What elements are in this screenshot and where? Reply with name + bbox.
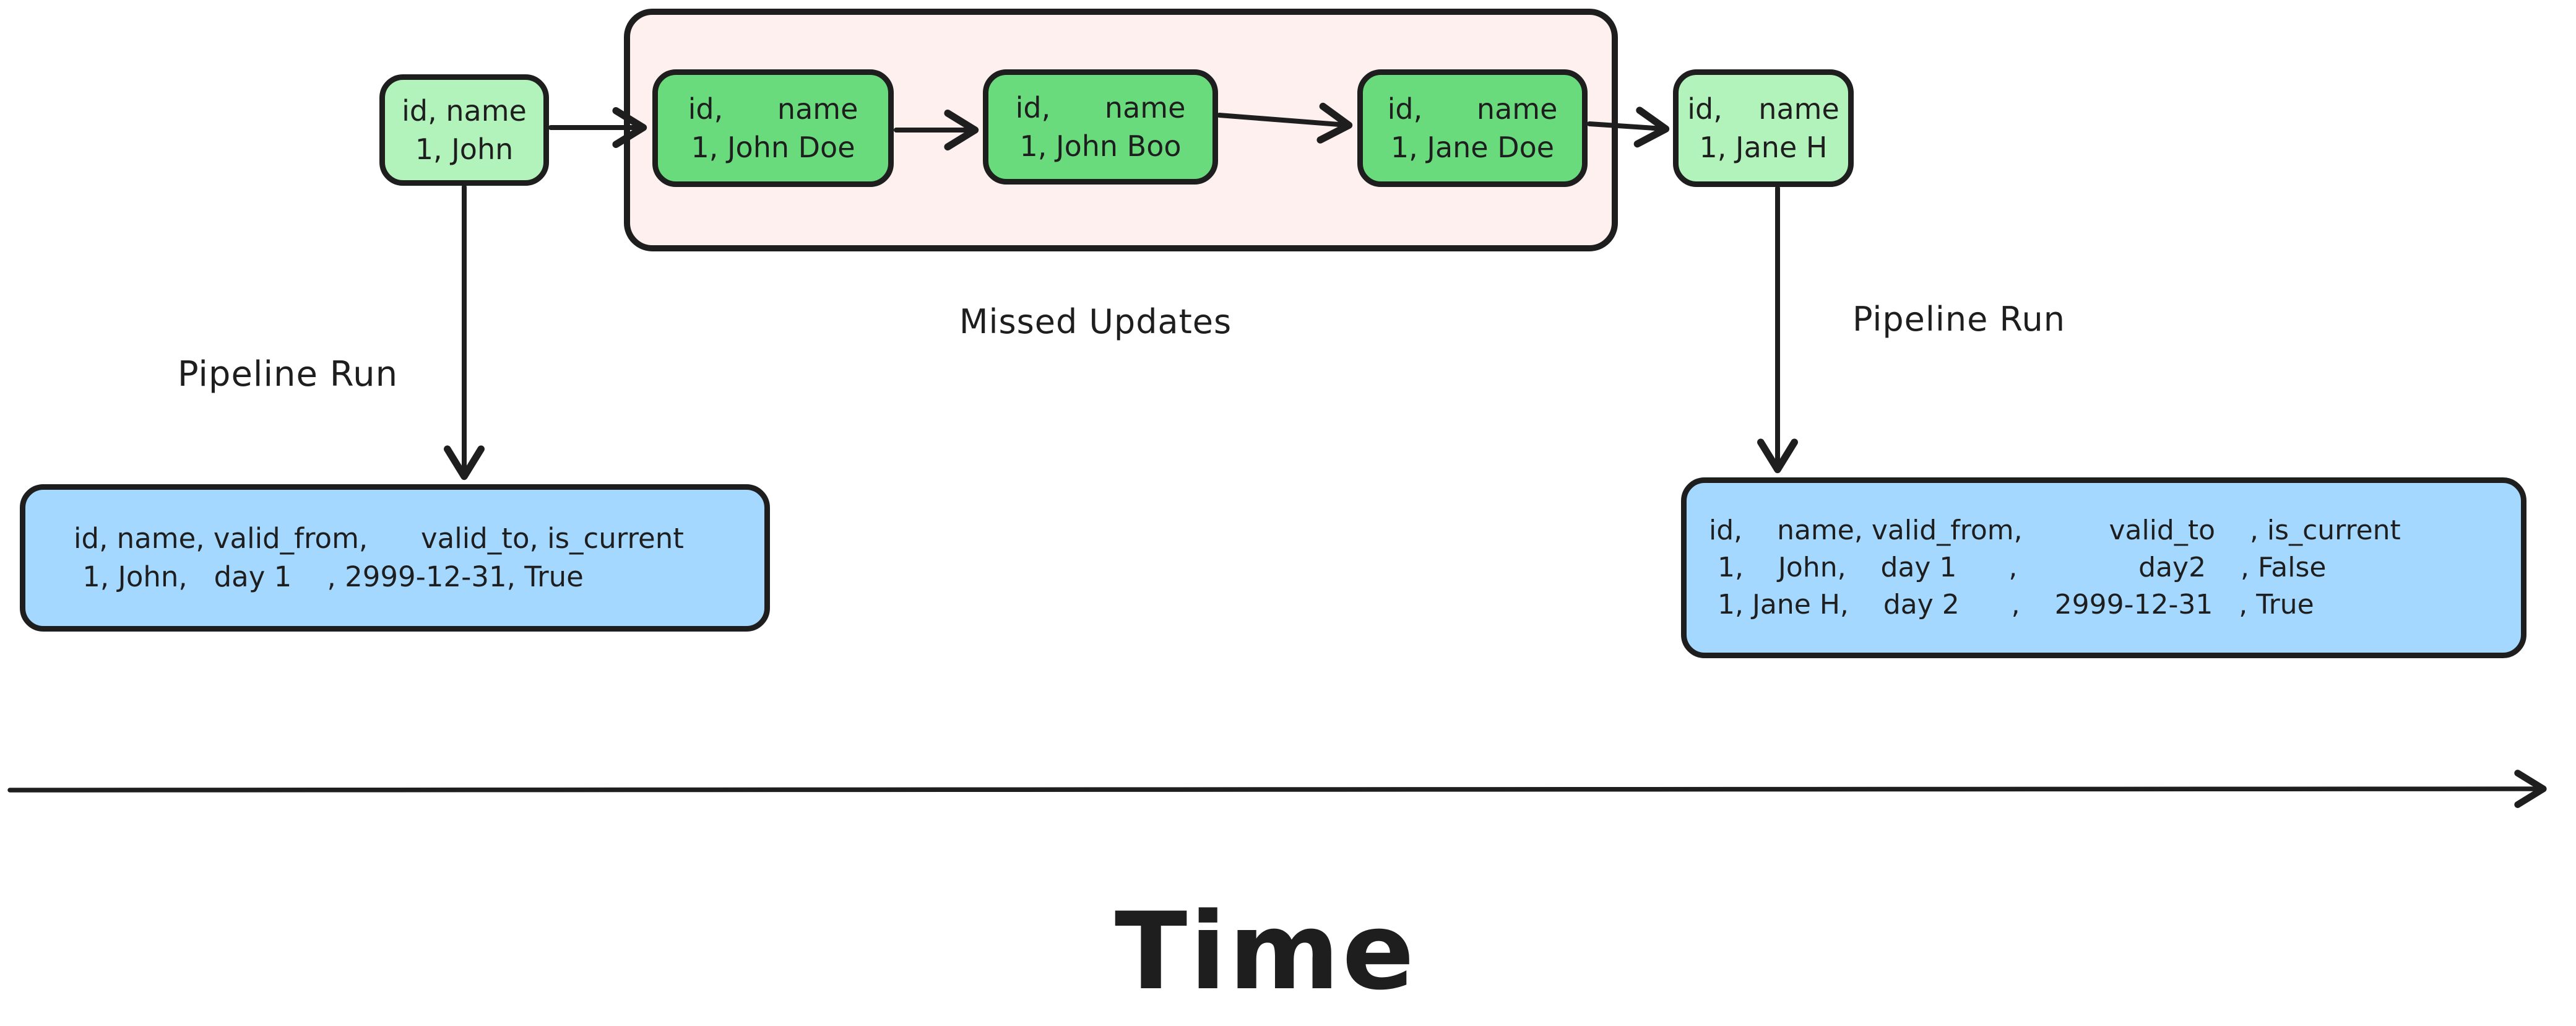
missed-updates-label: Missed Updates <box>959 302 1232 341</box>
table-header-row: id, name, valid_from, valid_to, is_curre… <box>74 522 684 555</box>
record-header: id, name <box>402 94 527 128</box>
record-node-john-doe: id, name 1, John Doe <box>652 69 894 187</box>
record-node-john-boo: id, name 1, John Boo <box>983 69 1218 185</box>
table-data-row: 1, Jane H, day 2 , 2999-12-31 , True <box>1709 589 2314 620</box>
record-node-jane-doe: id, name 1, Jane Doe <box>1357 69 1588 187</box>
record-header: id, name <box>688 92 858 126</box>
record-row: 1, John Boo <box>1019 129 1182 163</box>
record-node-john: id, name 1, John <box>379 74 549 186</box>
record-row: 1, John Doe <box>691 131 855 164</box>
scd-table-right: id, name, valid_from, valid_to , is_curr… <box>1681 477 2526 658</box>
table-header-row: id, name, valid_from, valid_to , is_curr… <box>1709 515 2401 546</box>
record-header: id, name <box>1687 92 1839 126</box>
record-row: 1, John <box>415 133 514 166</box>
record-header: id, name <box>1015 91 1186 124</box>
table-data-row: 1, John, day 1 , 2999-12-31, True <box>74 560 584 593</box>
pipeline-run-label-right: Pipeline Run <box>1852 300 2066 339</box>
pipeline-run-label-left: Pipeline Run <box>177 354 399 394</box>
record-row: 1, Jane H <box>1699 131 1828 164</box>
time-axis-arrow <box>7 770 2547 808</box>
record-row: 1, Jane Doe <box>1390 131 1555 164</box>
record-header: id, name <box>1387 92 1558 126</box>
record-node-jane-h: id, name 1, Jane H <box>1673 69 1854 187</box>
time-axis-label: Time <box>1114 889 1417 1014</box>
table-data-row: 1, John, day 1 , day2 , False <box>1709 552 2327 583</box>
scd-table-left: id, name, valid_from, valid_to, is_curre… <box>20 484 770 632</box>
